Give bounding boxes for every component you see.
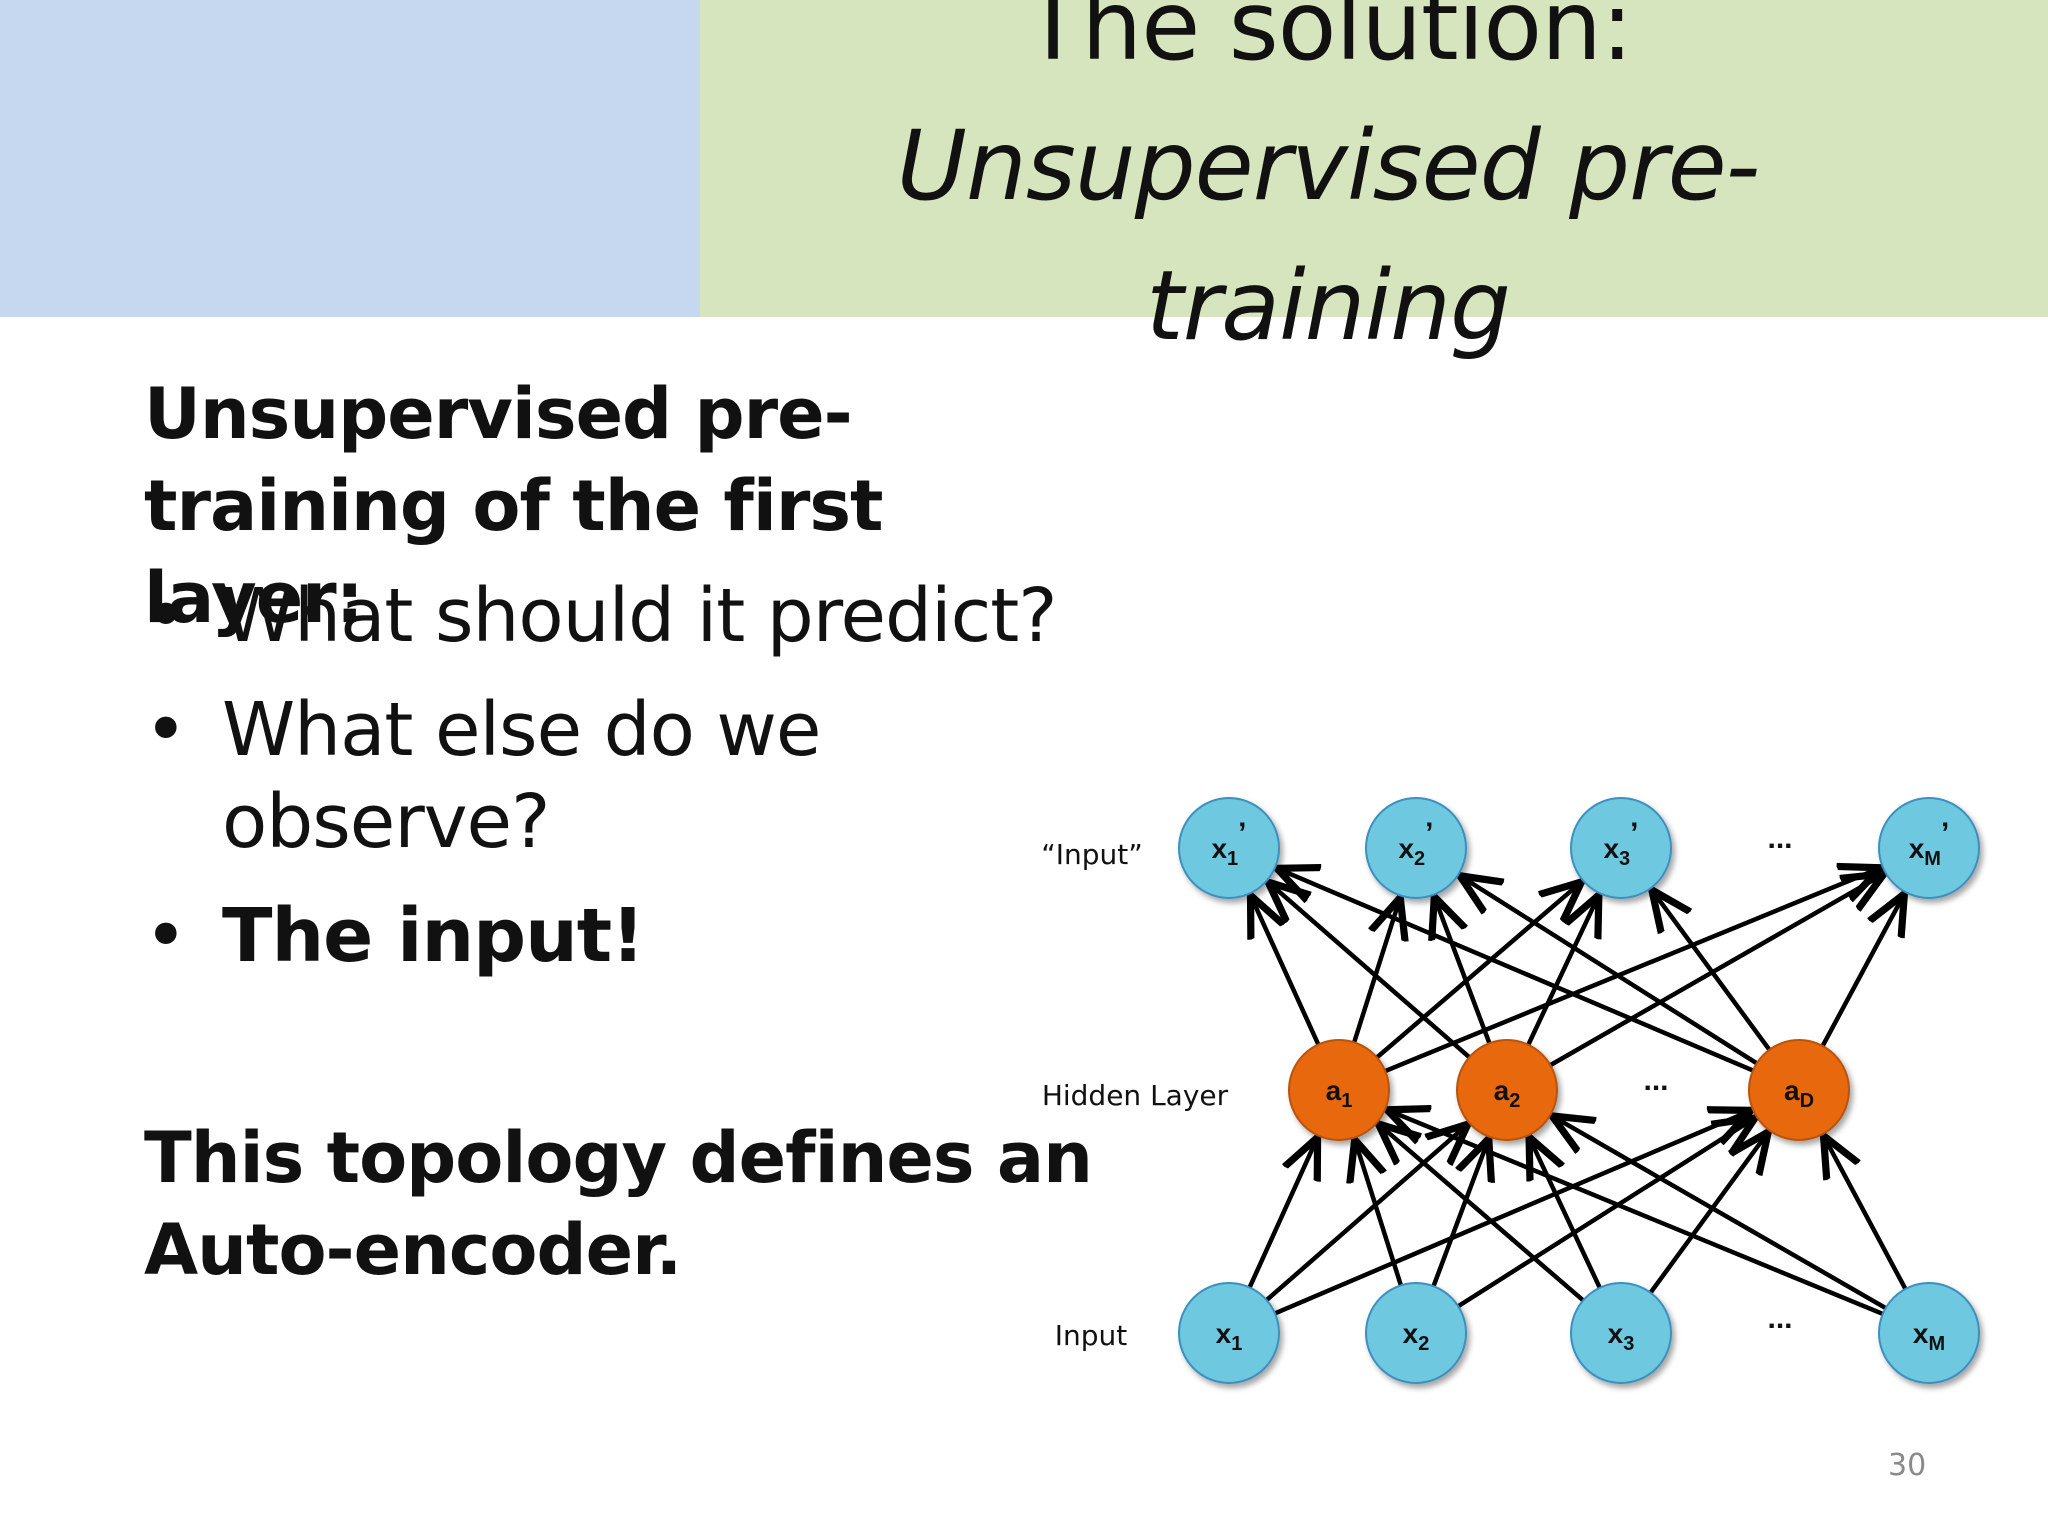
node-label: x1’: [1211, 817, 1246, 870]
section-heading: Unsupervised pre- training of the first …: [144, 368, 1104, 644]
output-node: xM’: [1878, 797, 1980, 899]
node-layer: x1’ x2’ x3’ xM’ a1 a2 aD x1 x2 x3 xM: [1178, 797, 1980, 1384]
input-node: x3: [1570, 1282, 1672, 1384]
edge-input-to-hidden: [1245, 1137, 1318, 1293]
input-layer-label: Input: [1055, 1319, 1128, 1352]
header-band-right: [700, 0, 2048, 317]
edge-hidden-to-output: [1434, 897, 1493, 1048]
bullet-item: • The input!: [144, 890, 1104, 982]
hidden-ellipsis: ...: [1643, 1064, 1668, 1097]
output-ellipsis: ...: [1767, 822, 1792, 855]
node-circle: [1178, 797, 1280, 899]
input-node: x2: [1365, 1282, 1467, 1384]
node-label: x2: [1403, 1318, 1430, 1355]
bullet-list: • What should it predict? • What else do…: [144, 570, 1104, 1004]
edge-input-to-hidden: [1646, 1132, 1768, 1298]
edge-input-to-hidden: [1529, 1137, 1604, 1293]
node-circle: [1365, 797, 1467, 899]
node-circle: [1878, 1282, 1980, 1384]
node-circle: [1456, 1039, 1558, 1141]
edge-input-to-hidden: [1430, 1139, 1489, 1291]
slide-title: The solution: Unsupervised pre- training: [700, 0, 1956, 376]
node-label: xM: [1913, 1318, 1945, 1355]
output-node: x2’: [1365, 797, 1467, 899]
node-label: aD: [1784, 1075, 1814, 1112]
node-label: a2: [1494, 1075, 1521, 1112]
bullet-text: What else do we observe?: [222, 687, 821, 865]
output-node: x1’: [1178, 797, 1280, 899]
node-label: x2’: [1398, 817, 1433, 870]
node-circle: [1288, 1039, 1390, 1141]
page-number: 30: [1888, 1448, 1927, 1483]
edge-input-to-hidden: [1262, 1124, 1468, 1305]
node-circle: [1570, 797, 1672, 899]
node-circle: [1748, 1039, 1850, 1141]
edge-layer: [1245, 868, 1910, 1318]
conclusion-line-2: Auto-encoder.: [144, 1209, 682, 1291]
bullet-text: The input!: [222, 893, 645, 979]
node-label: x1: [1216, 1318, 1243, 1355]
edge-input-to-hidden: [1824, 1136, 1910, 1294]
node-circle: [1878, 797, 1980, 899]
edge-hidden-to-output: [1277, 868, 1758, 1075]
node-circle: [1365, 1282, 1467, 1384]
title-line-2: Unsupervised pre-: [896, 110, 1761, 222]
edge-input-to-hidden: [1355, 1140, 1405, 1290]
edge-hidden-to-output: [1372, 882, 1582, 1062]
edge-hidden-to-output: [1268, 882, 1474, 1062]
header-band-left: [0, 0, 700, 317]
edge-hidden-to-output: [1460, 876, 1762, 1068]
edge-hidden-to-output: [1350, 898, 1400, 1047]
node-circle: [1570, 1282, 1672, 1384]
title-line-1: The solution:: [1023, 0, 1634, 82]
edge-hidden-to-output: [1652, 890, 1774, 1055]
edge-hidden-to-output: [1380, 868, 1881, 1075]
edge-hidden-to-output: [1524, 895, 1599, 1050]
bullet-text: What should it predict?: [222, 573, 1058, 659]
heading-line-2: training of the first layer:: [144, 465, 884, 639]
bullet-item: • What should it predict?: [144, 570, 1182, 662]
node-label: x3: [1608, 1318, 1635, 1355]
input-node: x1: [1178, 1282, 1280, 1384]
edge-input-to-hidden: [1270, 1110, 1751, 1318]
bullet-dot-icon: •: [144, 687, 188, 773]
conclusion-text: This topology defines an Auto-encoder.: [144, 1112, 1104, 1296]
conclusion-line-1: This topology defines an: [144, 1117, 1093, 1199]
heading-line-1: Unsupervised pre-: [144, 373, 853, 455]
edge-input-to-hidden: [1387, 1110, 1888, 1318]
output-node: x3’: [1570, 797, 1672, 899]
bullet-dot-icon: •: [144, 573, 188, 659]
output-layer-label: “Input”: [1041, 838, 1143, 871]
edge-input-to-hidden: [1552, 1116, 1891, 1312]
bullet-item: • What else do we observe?: [144, 684, 1104, 868]
edge-hidden-to-output: [1545, 874, 1884, 1070]
bullet-dot-icon: •: [144, 893, 188, 979]
hidden-layer-label: Hidden Layer: [1042, 1079, 1229, 1112]
node-label: xM’: [1909, 817, 1950, 870]
edge-hidden-to-output: [1818, 894, 1905, 1051]
input-ellipsis: ...: [1767, 1302, 1792, 1335]
hidden-node: a2: [1456, 1039, 1558, 1141]
node-circle: [1178, 1282, 1280, 1384]
title-line-3: training: [1146, 250, 1511, 362]
edge-input-to-hidden: [1453, 1118, 1755, 1311]
hidden-node: aD: [1748, 1039, 1850, 1141]
node-label: a1: [1326, 1075, 1353, 1112]
input-node: xM: [1878, 1282, 1980, 1384]
node-label: x3’: [1603, 817, 1638, 870]
hidden-node: a1: [1288, 1039, 1390, 1141]
edge-input-to-hidden: [1378, 1124, 1588, 1305]
